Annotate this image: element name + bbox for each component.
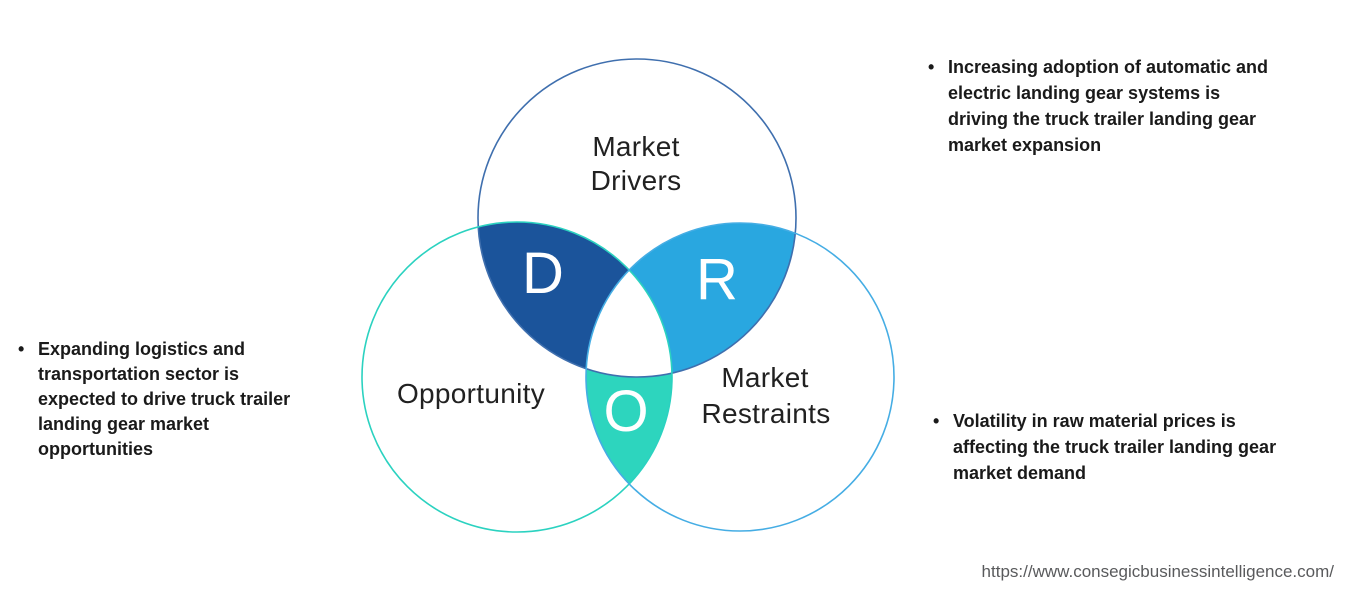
bullet-dot: • xyxy=(933,411,940,431)
bullet-dot: • xyxy=(18,339,25,359)
label-market-drivers-line1: Market xyxy=(592,131,679,162)
region-drivers-opportunity xyxy=(478,222,672,377)
source-url: https://www.consegicbusinessintelligence… xyxy=(981,562,1334,581)
letter-r: R xyxy=(696,247,738,312)
bullet-dot: • xyxy=(928,57,935,77)
label-market-restraints-line1: Market xyxy=(721,362,808,393)
bullet-item-opportunity: • Expanding logistics and transportation… xyxy=(14,337,350,462)
letter-d: D xyxy=(522,241,564,306)
label-market-drivers-line2: Drivers xyxy=(591,165,682,196)
letter-o: O xyxy=(603,379,648,444)
bullet-item-restraints: • Volatility in raw material prices is a… xyxy=(929,408,1353,486)
label-opportunity: Opportunity xyxy=(397,378,545,409)
bullet-text-drivers: Increasing adoption of automatic and ele… xyxy=(948,57,1269,155)
circle-drivers-outline xyxy=(477,58,797,378)
bullet-text-restraints: Volatility in raw material prices is aff… xyxy=(953,411,1277,483)
bullet-text-opportunity: Expanding logistics and transportation s… xyxy=(38,339,291,459)
bullet-item-drivers: • Increasing adoption of automatic and e… xyxy=(924,54,1352,158)
region-drivers-restraints xyxy=(586,223,796,377)
circle-restraints-outline xyxy=(585,222,895,532)
circle-opportunity-outline xyxy=(361,221,673,533)
label-market-restraints-line2: Restraints xyxy=(701,398,830,429)
